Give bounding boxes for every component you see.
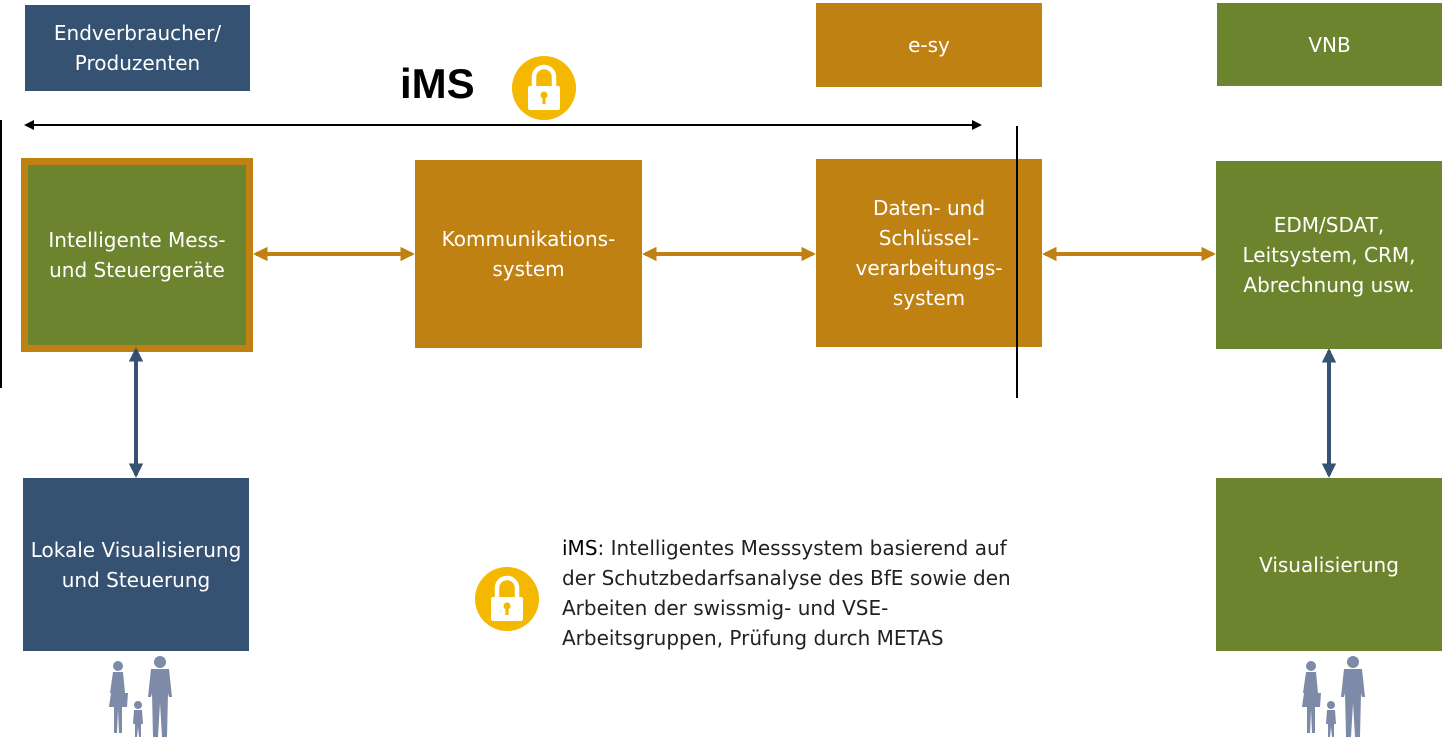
visualization-label: Visualisierung bbox=[1259, 552, 1399, 577]
vnb-header: VNB bbox=[1217, 3, 1442, 86]
visualization-box: Visualisierung bbox=[1216, 478, 1442, 651]
lock-icon bbox=[475, 567, 539, 631]
communication-label: Kommunikations- system bbox=[441, 227, 616, 281]
legend-text: iMS: Intelligentes Messsystem basierend … bbox=[562, 533, 1032, 653]
local-visualization-box: Lokale Visualisierung und Steuerung bbox=[23, 478, 249, 651]
ims-title: iMS bbox=[400, 60, 475, 107]
legend-description: : Intelligentes Messsystem basierend auf… bbox=[562, 536, 1011, 650]
data-processing-label: Daten- und Schlüssel- verarbeitungs- sys… bbox=[855, 196, 1003, 310]
data-processing-box: Daten- und Schlüssel- verarbeitungs- sys… bbox=[816, 159, 1042, 347]
esy-label: e-sy bbox=[908, 33, 950, 57]
local-visualization-label: Lokale Visualisierung und Steuerung bbox=[30, 537, 242, 592]
vnb-label: VNB bbox=[1308, 32, 1351, 57]
backend-label: EDM/SDAT, Leitsystem, CRM, Abrechnung us… bbox=[1242, 213, 1416, 297]
lock-icon bbox=[512, 56, 576, 120]
legend-term: iMS bbox=[562, 536, 598, 560]
backend-box: EDM/SDAT, Leitsystem, CRM, Abrechnung us… bbox=[1216, 161, 1442, 349]
smart-meter-label: Intelligente Mess- und Steuergeräte bbox=[48, 228, 226, 282]
consumer-label: Endverbraucher/ Produzenten bbox=[53, 21, 222, 75]
people-icon bbox=[109, 656, 172, 737]
communication-box: Kommunikations- system bbox=[415, 160, 642, 348]
esy-header: e-sy bbox=[816, 3, 1042, 87]
consumer-header: Endverbraucher/ Produzenten bbox=[25, 5, 250, 91]
people-icon bbox=[1302, 656, 1365, 737]
smart-meter-box: Intelligente Mess- und Steuergeräte bbox=[21, 158, 253, 352]
